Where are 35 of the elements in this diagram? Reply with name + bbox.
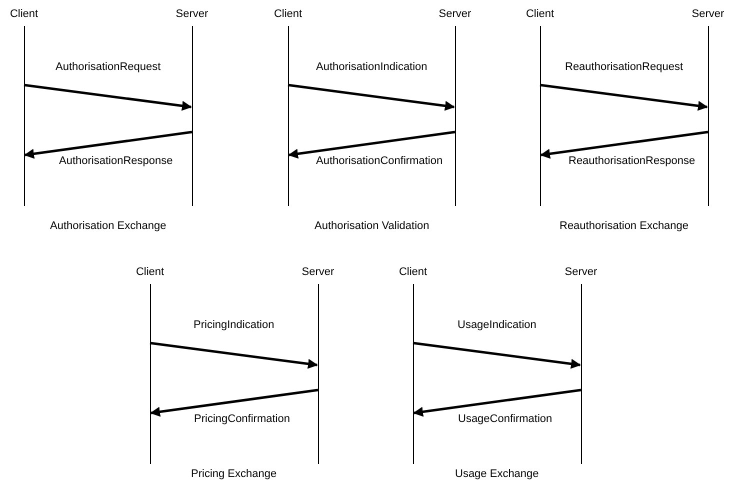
edge-label: AuthorisationRequest [56,61,161,74]
arrow [540,84,708,111]
edge-label: PricingIndication [194,319,274,332]
edge-label: PricingConfirmation [194,413,290,426]
participant-label: Client [8,8,40,21]
arrow [150,342,318,369]
caption: Authorisation Validation [314,220,430,233]
arrow [413,388,582,417]
participant-label: Server [300,266,336,279]
caption: Reauthorisation Exchange [560,220,689,233]
participant-label: Server [174,8,210,21]
edge-label: ReauthorisationRequest [565,61,684,74]
arrow [540,130,708,159]
participant-label: Client [398,266,428,279]
edge-label: AuthorisationConfirmation [316,155,443,168]
participant-label: Client [134,266,166,279]
caption: Authorisation Exchange [50,220,166,233]
arrow [24,84,192,111]
edge-label: UsageConfirmation [458,413,552,426]
participant-label: Server [690,8,726,21]
arrow [288,84,455,111]
arrow [288,130,456,159]
caption: Usage Exchange [455,468,539,481]
participant-label: Client [272,8,304,21]
edge-label: UsageIndication [458,319,536,332]
edge-label: ReauthorisationResponse [568,155,696,168]
arrow [412,342,581,369]
edge-label: AuthorisationIndication [316,61,428,74]
arrow [150,388,318,417]
arrow [24,130,192,159]
participant-label: Server [438,8,472,21]
participant-label: Client [524,8,556,21]
participant-label: Server [564,266,598,279]
caption: Pricing Exchange [191,468,277,481]
edge-label: AuthorisationResponse [59,155,173,168]
